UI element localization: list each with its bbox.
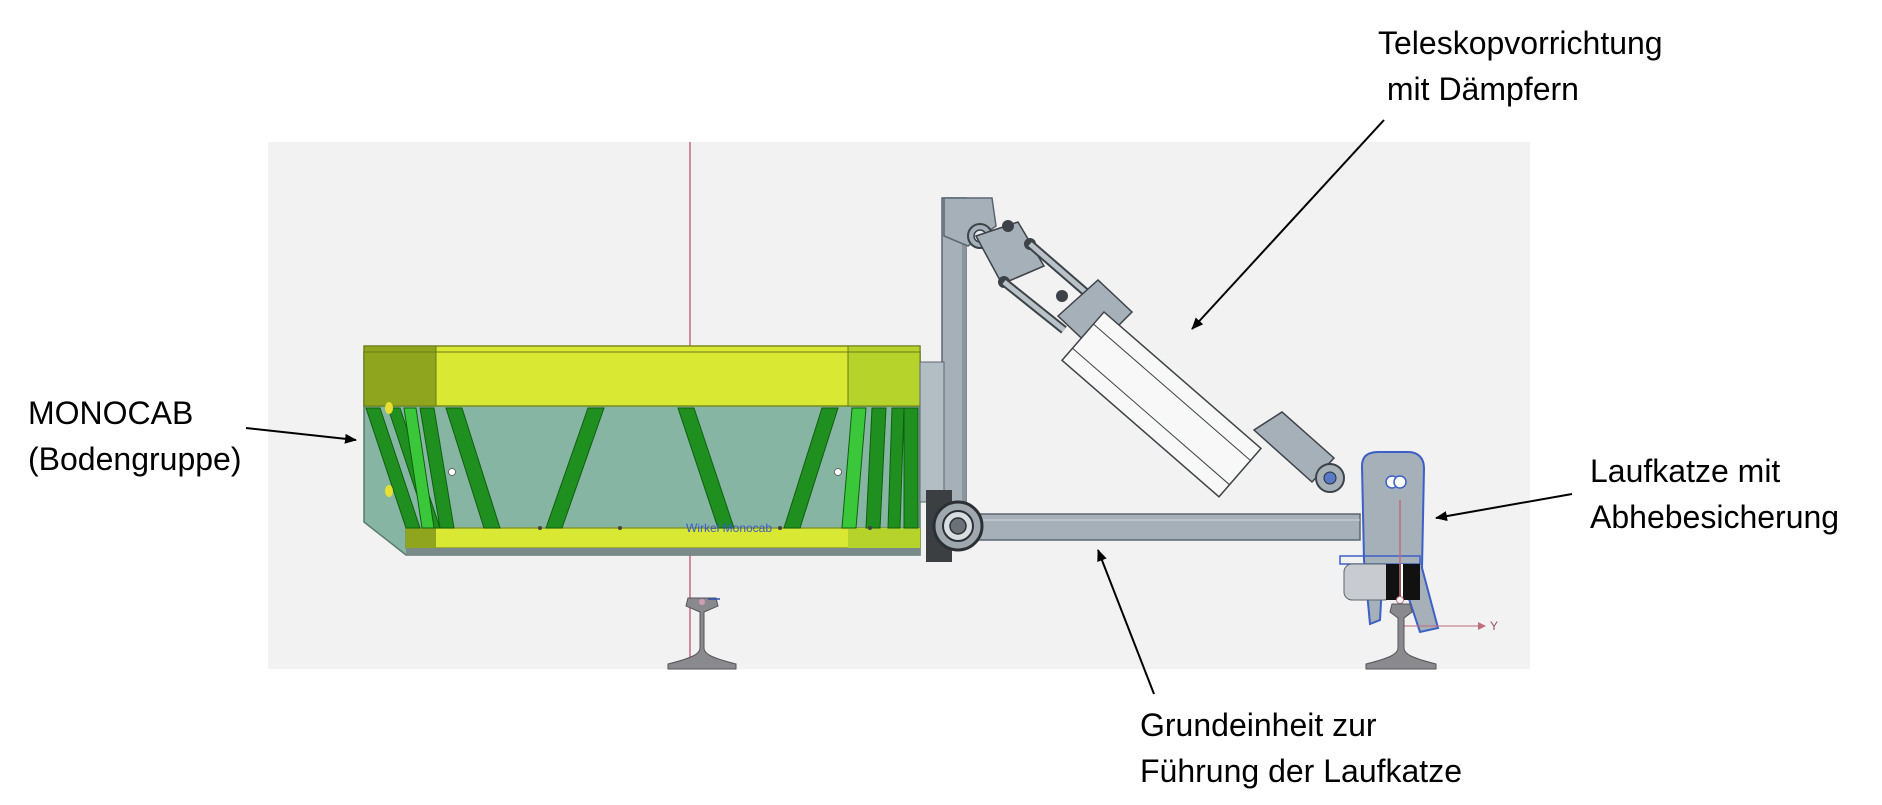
base-label-line1: Grundeinheit zur bbox=[1140, 707, 1377, 743]
monocab-callout-arrow bbox=[245, 427, 357, 444]
trolley-label: Laufkatze mit Abhebesicherung bbox=[1590, 453, 1839, 535]
telescope-label-line2: mit Dämpfern bbox=[1378, 71, 1579, 107]
telescope-label: Teleskopvorrichtung mit Dämpfern bbox=[1378, 25, 1707, 107]
cad-work-label: Wirkel Monocab bbox=[686, 521, 772, 535]
monocab-label-line2: (Bodengruppe) bbox=[28, 441, 241, 477]
trolley-label-line1: Laufkatze mit bbox=[1590, 453, 1780, 489]
base-callout-arrow bbox=[1097, 549, 1155, 695]
monocab-label: MONOCAB (Bodengruppe) bbox=[28, 395, 241, 477]
monocab-floor-group bbox=[363, 345, 921, 556]
left-rail bbox=[667, 597, 737, 670]
trolley-callout-arrow bbox=[1435, 493, 1573, 522]
base-label-line2: Führung der Laufkatze bbox=[1140, 753, 1462, 789]
base-label: Grundeinheit zur Führung der Laufkatze bbox=[1140, 707, 1462, 789]
trolley-label-line2: Abhebesicherung bbox=[1590, 499, 1839, 535]
monocab-label-line1: MONOCAB bbox=[28, 395, 193, 431]
telescope-label-line1: Teleskopvorrichtung bbox=[1378, 25, 1663, 61]
telescope-damper-assembly bbox=[943, 197, 1345, 498]
right-rail bbox=[1365, 603, 1437, 670]
telescope-callout-arrow bbox=[1191, 119, 1385, 330]
axis-y-label: Y bbox=[1490, 619, 1498, 633]
trolley-assembly: Y bbox=[1339, 451, 1498, 669]
